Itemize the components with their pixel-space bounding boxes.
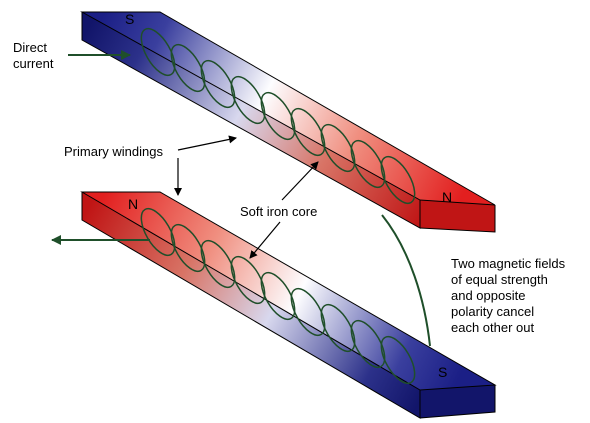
bottom-magnet bbox=[80, 191, 497, 419]
top-winding-front bbox=[140, 27, 416, 205]
direct-current-label: Direct current bbox=[13, 40, 54, 71]
core-arrow-down bbox=[249, 221, 281, 259]
soft-iron-core-label: Soft iron core bbox=[240, 204, 318, 219]
pole-label-bottom-right: S bbox=[438, 364, 448, 380]
windings-arrow-up bbox=[177, 135, 237, 151]
connecting-wire bbox=[381, 214, 431, 347]
pointer-arrows bbox=[174, 135, 319, 259]
primary-windings-label: Primary windings bbox=[64, 144, 163, 159]
pole-label-top-right: N bbox=[442, 189, 453, 205]
top-magnet bbox=[80, 11, 496, 233]
cancellation-note: Two magnetic fields of equal strength an… bbox=[451, 256, 566, 335]
wires bbox=[51, 50, 431, 347]
pole-label-bottom-left: N bbox=[128, 196, 139, 212]
top-core-side bbox=[82, 12, 420, 228]
bottom-core-edges bbox=[80, 191, 497, 419]
bottom-core-end bbox=[420, 385, 495, 418]
top-core-edges bbox=[80, 11, 496, 233]
core-arrow-up bbox=[281, 161, 319, 201]
bottom-winding-front bbox=[140, 207, 416, 385]
top-core-end bbox=[420, 200, 495, 232]
pole-label-top-left: S bbox=[125, 11, 135, 27]
bottom-core-side bbox=[82, 192, 420, 418]
top-core-face bbox=[82, 12, 495, 205]
